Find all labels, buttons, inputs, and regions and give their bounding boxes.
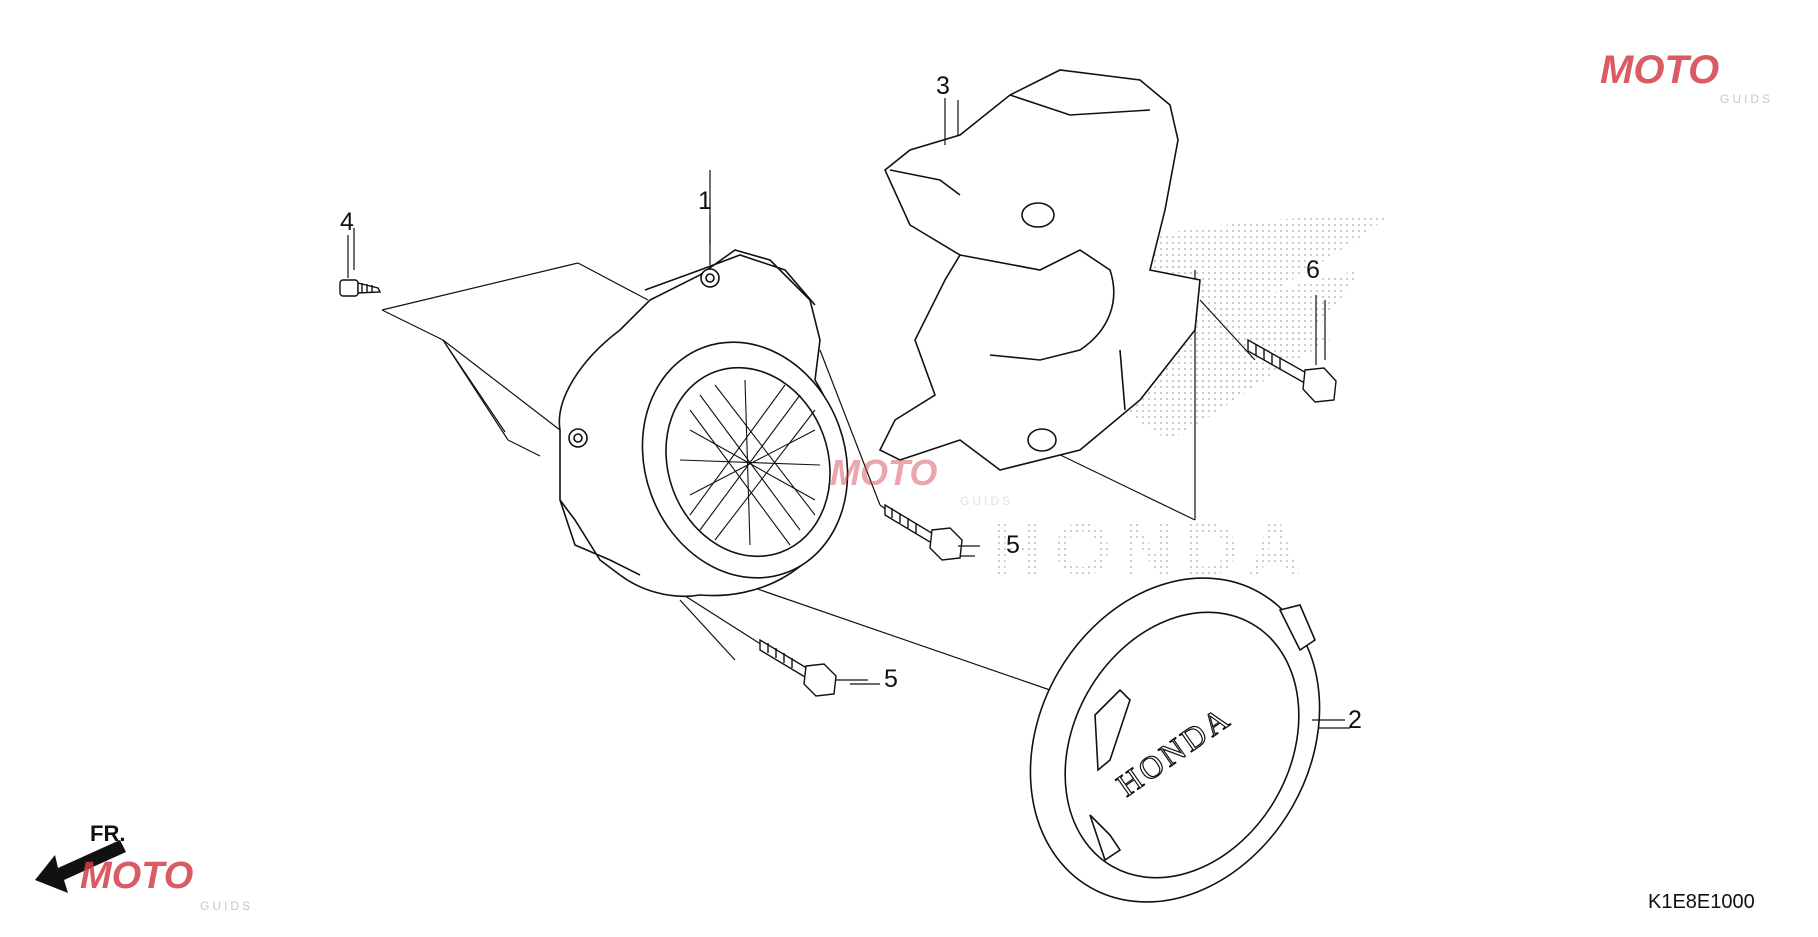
honda-background-text: HONDA	[990, 508, 1311, 591]
part-3-upper-cover	[878, 69, 1201, 471]
part-4-screw	[339, 279, 382, 297]
callout-3: 3	[936, 72, 950, 100]
part-1-fan-cover	[558, 249, 849, 598]
callout-5-upper: 5	[1006, 531, 1020, 559]
part-5-bolt-lower	[759, 638, 837, 697]
watermark-text: MOTO	[830, 452, 938, 493]
watermark-subtext: GUIDS	[200, 899, 254, 913]
watermark-text: MOTO	[1600, 48, 1720, 92]
part-2-outer-cover: HONDA	[1029, 577, 1321, 903]
callout-6: 6	[1306, 256, 1320, 284]
callout-2: 2	[1348, 706, 1362, 734]
callout-4: 4	[340, 208, 354, 236]
watermark-top-right: MOTO GUIDS	[1590, 40, 1790, 110]
drawing-code: K1E8E1000	[1648, 891, 1755, 913]
watermark-subtext: GUIDS	[1720, 92, 1774, 106]
callout-1: 1	[698, 187, 712, 215]
watermark-center: MOTO GUIDS	[820, 448, 1020, 508]
fan-grille	[679, 379, 821, 546]
watermark-subtext: GUIDS	[960, 494, 1014, 508]
callout-leaders	[347, 98, 1345, 721]
part-5-bolt-upper	[884, 503, 963, 561]
watermark-bottom-left: MOTO GUIDS	[30, 845, 250, 915]
watermark-text: MOTO	[80, 855, 194, 897]
front-label: FR.	[90, 821, 126, 846]
front-direction-arrow	[35, 840, 126, 893]
part-6-bolt	[1247, 338, 1337, 403]
callout-5-lower: 5	[884, 665, 898, 693]
